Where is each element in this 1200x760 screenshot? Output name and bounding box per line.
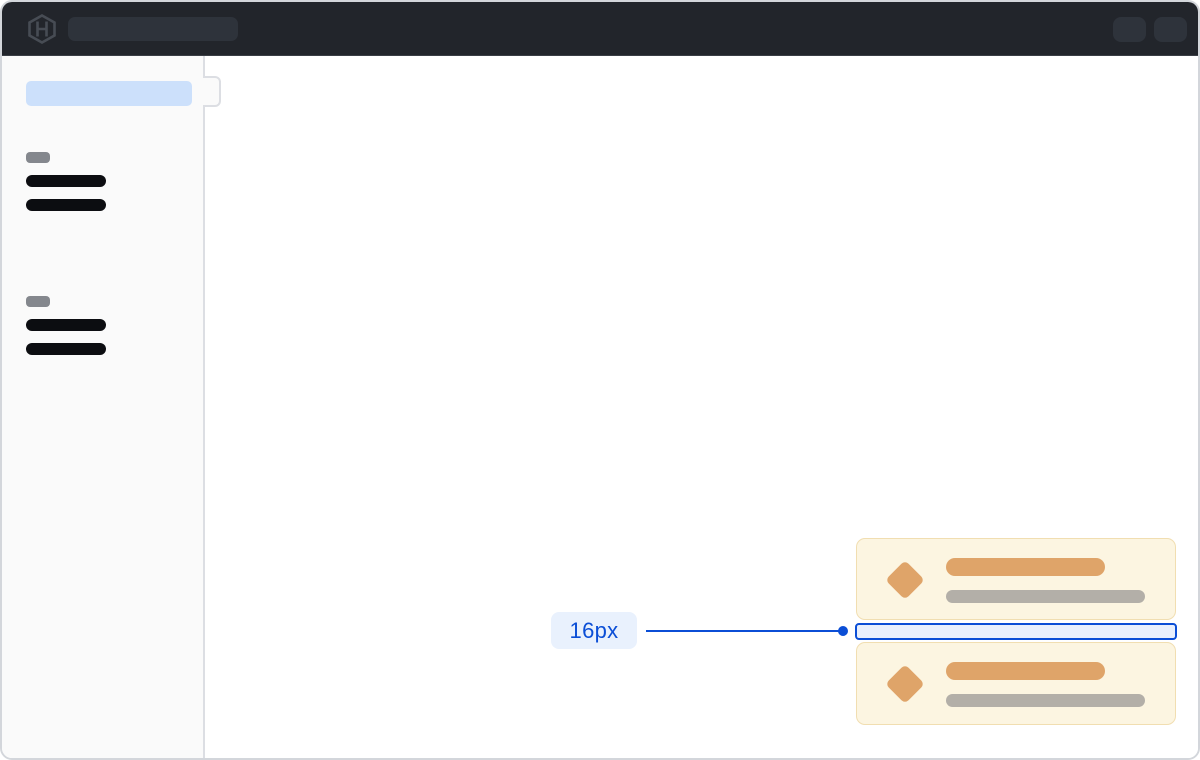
sidebar: [2, 56, 205, 758]
sidebar-collapse-handle[interactable]: [203, 76, 221, 107]
card-title-skeleton: [946, 662, 1105, 680]
list-item-card[interactable]: [856, 538, 1176, 620]
navbar-action-skeleton-2[interactable]: [1154, 17, 1187, 42]
card-subtitle-skeleton: [946, 694, 1145, 707]
navbar-action-skeleton-1[interactable]: [1113, 17, 1146, 42]
sidebar-nav-item-skeleton[interactable]: [26, 199, 106, 211]
sidebar-section-label-skeleton-2: [26, 296, 50, 307]
card-title-skeleton: [946, 558, 1105, 576]
sidebar-section-label-skeleton-1: [26, 152, 50, 163]
top-navbar: [2, 2, 1198, 56]
search-input-skeleton[interactable]: [68, 17, 238, 41]
list-item-card[interactable]: [856, 642, 1176, 725]
diamond-icon: [885, 664, 925, 704]
annotation-connector-dot: [838, 626, 848, 636]
hashicorp-logo-icon: [28, 14, 56, 44]
spacing-annotation-label: 16px: [551, 612, 637, 649]
sidebar-nav-item-skeleton[interactable]: [26, 175, 106, 187]
sidebar-nav-item-skeleton[interactable]: [26, 343, 106, 355]
annotation-connector-line: [646, 630, 840, 632]
sidebar-active-item-skeleton[interactable]: [26, 81, 192, 106]
main-content: 16px: [207, 56, 1198, 758]
card-subtitle-skeleton: [946, 590, 1145, 603]
diamond-icon: [885, 560, 925, 600]
spacing-gap-highlight: [855, 623, 1177, 640]
sidebar-nav-item-skeleton[interactable]: [26, 319, 106, 331]
